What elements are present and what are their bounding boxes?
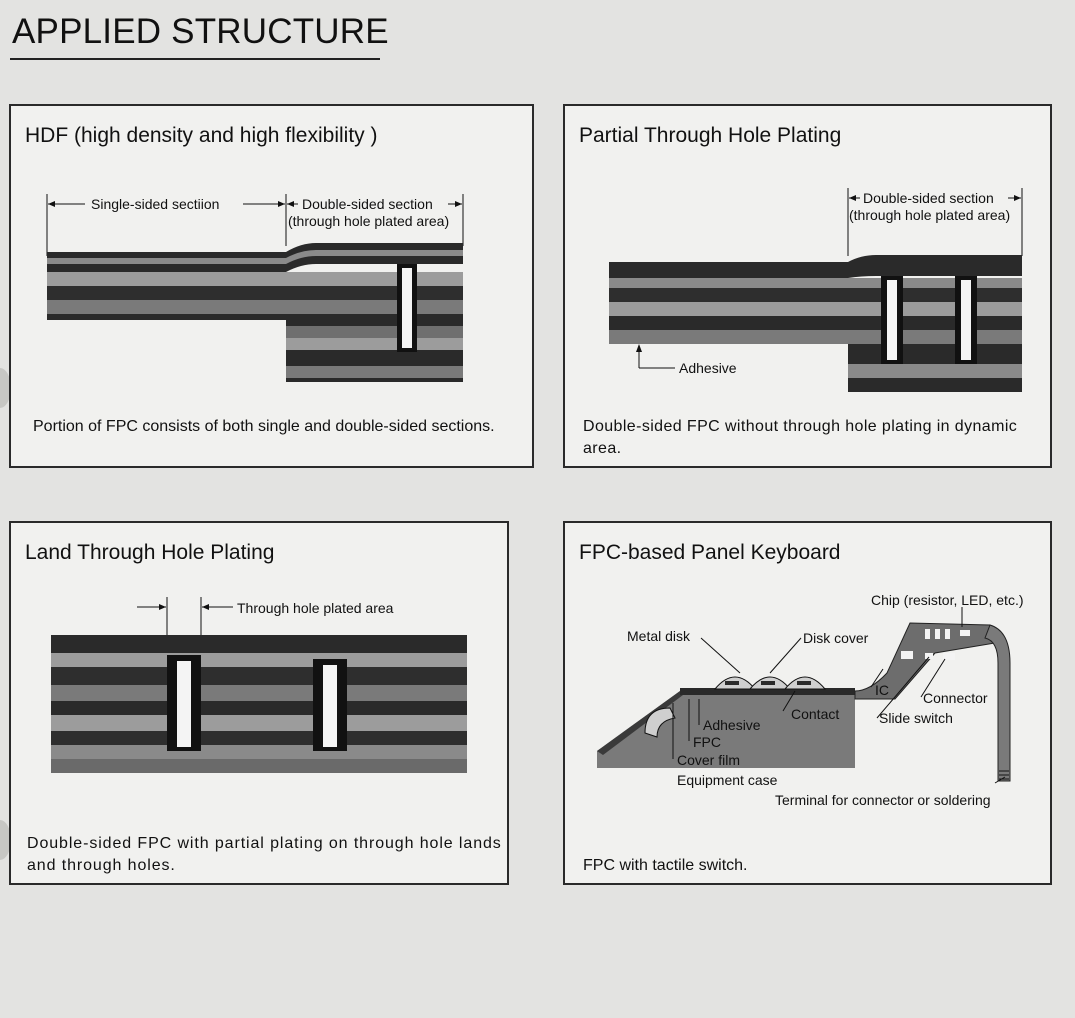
hdf-label-single: Single-sided sectiion — [91, 196, 219, 212]
land-plating-cross-section-diagram: Through hole plated area — [51, 597, 467, 773]
page-title: APPLIED STRUCTURE — [12, 12, 389, 51]
keyboard-label-ic: IC — [875, 682, 889, 698]
land-label-plated: Through hole plated area — [237, 600, 394, 616]
panel-keyboard-title: FPC-based Panel Keyboard — [579, 541, 841, 564]
keyboard-label-slide-switch: Slide switch — [879, 710, 953, 726]
hdf-label-double-1: Double-sided section — [302, 196, 433, 212]
keyboard-label-fpc: FPC — [693, 734, 721, 750]
keyboard-label-terminal: Terminal for connector or soldering — [775, 792, 991, 808]
hdf-cross-section-diagram: Single-sided sectiion Double-sided secti… — [46, 194, 464, 382]
hdf-label-double-2: (through hole plated area) — [288, 213, 449, 229]
keyboard-label-disk-cover: Disk cover — [803, 630, 869, 646]
keyboard-label-connector: Connector — [923, 690, 988, 706]
page-edge-hole-top — [0, 368, 11, 408]
partial-label-double-1: Double-sided section — [863, 190, 994, 206]
panel-hdf-caption: Portion of FPC consists of both single a… — [33, 418, 495, 435]
panel-land-plating-caption: Double-sided FPC with partial plating on… — [27, 835, 502, 874]
panel-hdf-title: HDF (high density and high flexibility ) — [25, 124, 378, 147]
partial-label-adhesive: Adhesive — [679, 360, 737, 376]
partial-plating-cross-section-diagram: Double-sided section (through hole plate… — [609, 188, 1023, 392]
panel-partial-plating-title: Partial Through Hole Plating — [579, 124, 842, 147]
keyboard-label-cover-film: Cover film — [677, 752, 740, 768]
panel-land-plating-title: Land Through Hole Plating — [25, 541, 275, 564]
keyboard-label-adhesive: Adhesive — [703, 717, 761, 733]
keyboard-label-equipment-case: Equipment case — [677, 772, 778, 788]
panel-keyboard-caption: FPC with tactile switch. — [583, 857, 748, 874]
panel-land-plating: Land Through Hole Plating Through hole p… — [9, 521, 509, 885]
panel-keyboard: FPC-based Panel Keyboard — [563, 521, 1052, 885]
panel-partial-plating: Partial Through Hole Plating Double-side… — [563, 104, 1052, 468]
keyboard-label-chip: Chip (resistor, LED, etc.) — [871, 592, 1024, 608]
page-edge-hole-bottom — [0, 820, 11, 860]
keyboard-label-metal-disk: Metal disk — [627, 628, 691, 644]
panel-partial-plating-caption: Double-sided FPC without through hole pl… — [583, 418, 1018, 457]
keyboard-illustration: Chip (resistor, LED, etc.) Metal disk Di… — [597, 592, 1024, 808]
title-underline — [10, 58, 380, 60]
panel-hdf: HDF (high density and high flexibility )… — [9, 104, 534, 468]
keyboard-label-contact: Contact — [791, 706, 839, 722]
partial-label-double-2: (through hole plated area) — [849, 207, 1010, 223]
